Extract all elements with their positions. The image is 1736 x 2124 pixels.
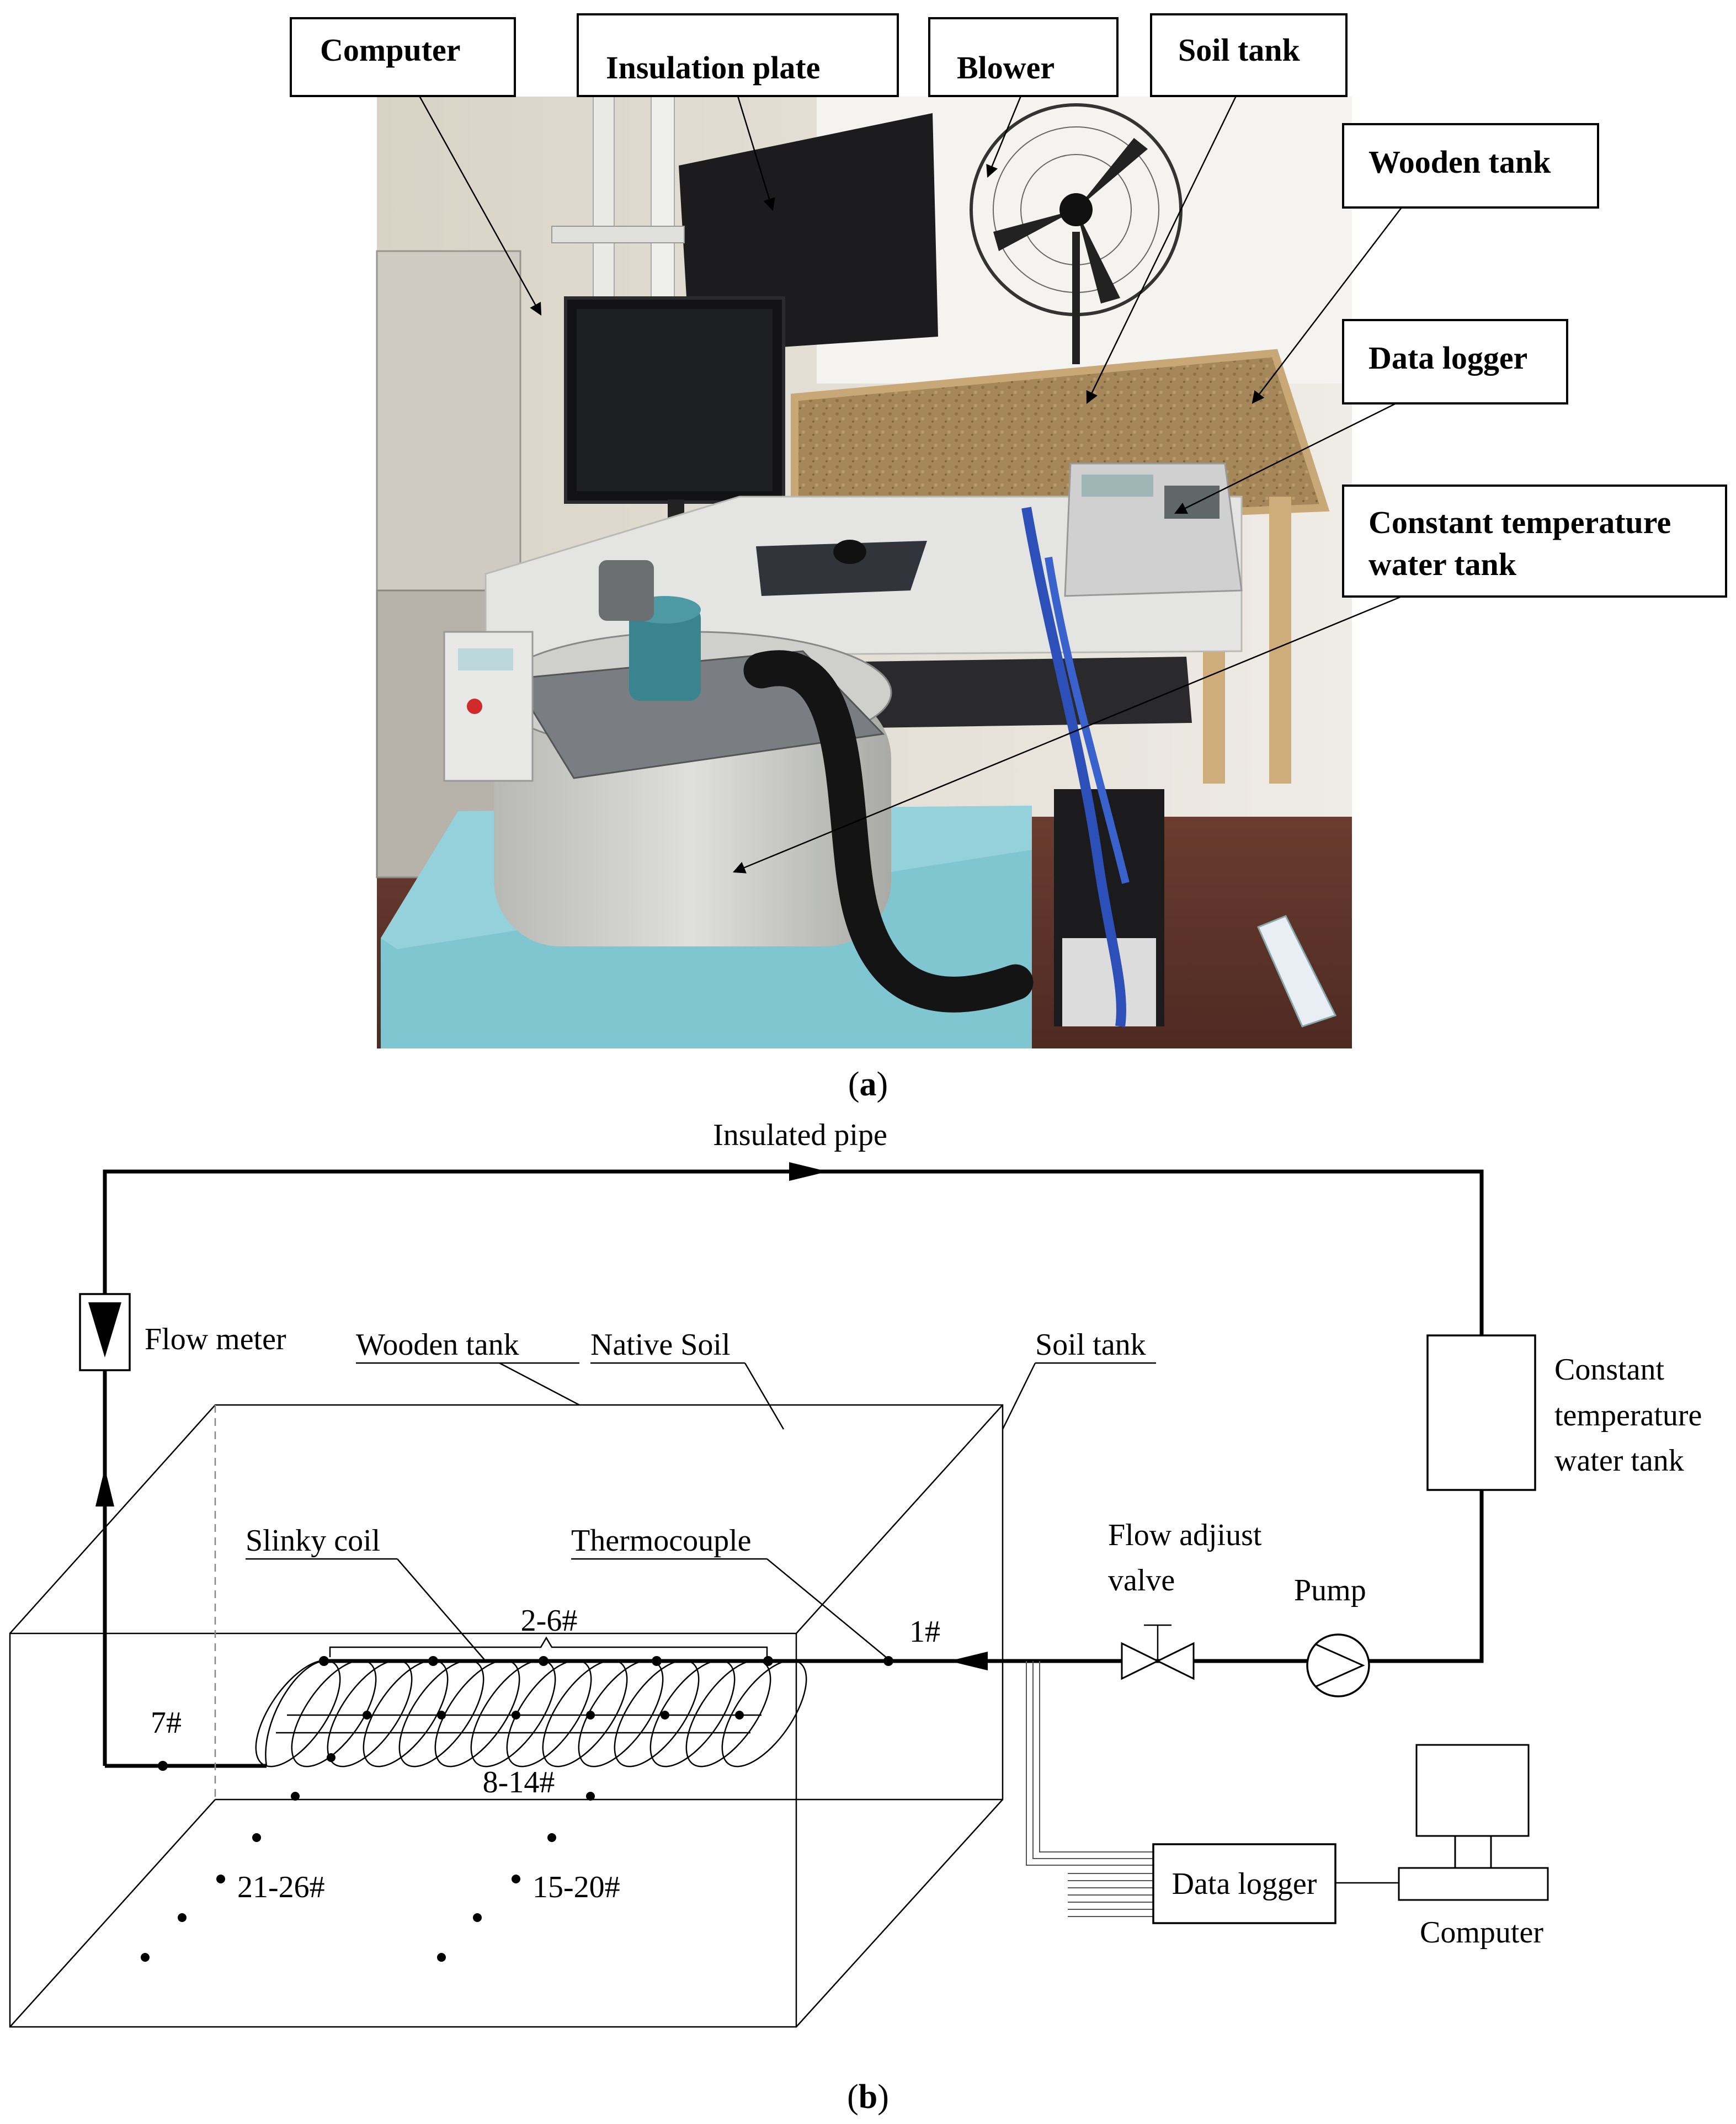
water-tank-label-line2: temperature — [1554, 1398, 1702, 1433]
pipe-flow-arrow-up — [95, 1468, 114, 1507]
monitor-photo — [564, 296, 785, 552]
flow-meter-triangle-icon — [88, 1302, 121, 1358]
tc-point-20 — [291, 1792, 300, 1801]
tc-point-5 — [652, 1656, 662, 1666]
data-logger-label: Data logger — [1172, 1867, 1317, 1901]
callout-blower: Blower — [928, 17, 1119, 178]
power-strip — [1256, 915, 1337, 1028]
pipe-return — [796, 1490, 1484, 1663]
callout-wooden-tank-text: Wooden tank — [1368, 144, 1551, 180]
callout-water-tank-line2: water tank — [1368, 546, 1517, 582]
insulation-plate — [679, 113, 938, 353]
soil-box — [9, 1404, 1004, 2028]
pump-label: Pump — [1294, 1573, 1366, 1607]
tc-point-11 — [512, 1711, 520, 1720]
tc-point-22 — [216, 1875, 225, 1883]
blower-fan — [970, 103, 1183, 364]
wooden-tank-label: Wooden tank — [356, 1328, 519, 1362]
native-soil-label: Native Soil — [590, 1328, 731, 1362]
label-slinky-coil-group: Slinky coil — [246, 1524, 486, 1662]
callout-data-logger-text: Data logger — [1368, 340, 1527, 376]
tc-point-6 — [763, 1656, 773, 1666]
point-label-2-6: 2-6# — [521, 1604, 578, 1638]
photo-callouts: Computer Insulation plate Blower Soil ta… — [290, 13, 1727, 874]
point-label-7: 7# — [151, 1706, 182, 1740]
insulated-pipe — [103, 1169, 1484, 1370]
label-native-soil-group: Native Soil — [590, 1328, 785, 1430]
callout-wooden-tank: Wooden tank — [1252, 123, 1599, 404]
slinky-coil — [255, 1659, 807, 1768]
tc-point-1 — [883, 1656, 893, 1666]
thermocouple-label: Thermocouple — [571, 1524, 752, 1558]
photo-panel — [376, 96, 1352, 1048]
data-logger-box — [1152, 1843, 1336, 1924]
point-label-15-20: 15-20# — [532, 1870, 620, 1904]
flow-valve-icon — [1121, 1624, 1195, 1680]
tc-point-12 — [586, 1711, 595, 1720]
label-wooden-tank-group: Wooden tank — [356, 1328, 580, 1406]
callout-data-logger: Data logger — [1174, 319, 1568, 514]
tc-point-14 — [735, 1711, 744, 1720]
panel-label-a: (a) — [848, 1066, 888, 1103]
panel-label-b: (b) — [847, 2078, 889, 2116]
tc-point-24 — [141, 1953, 150, 1962]
pipe-flow-arrow-top — [789, 1162, 828, 1181]
slinky-coil-label: Slinky coil — [246, 1524, 380, 1558]
label-thermocouple-group: Thermocouple — [571, 1524, 888, 1659]
tc-point-13 — [661, 1711, 669, 1720]
tc-point-16 — [547, 1833, 556, 1842]
thermocouple-wires — [1026, 1661, 1153, 1917]
thermocouple-points — [141, 1656, 893, 1962]
callout-soil-tank-text: Soil tank — [1178, 32, 1301, 68]
tc-point-23 — [178, 1913, 187, 1922]
pvc-pipe-1 — [593, 96, 615, 307]
callout-computer-text: Computer — [320, 32, 461, 68]
black-hose — [743, 650, 1034, 1013]
callout-water-tank: Constant temperature water tank — [732, 485, 1727, 874]
callout-computer: Computer — [290, 17, 542, 316]
tc-point-2 — [319, 1656, 329, 1666]
flow-valve-label-line2: valve — [1108, 1563, 1175, 1598]
tc-point-8 — [327, 1753, 336, 1762]
insulated-pipe-label: Insulated pipe — [713, 1118, 887, 1152]
tc-point-3 — [428, 1656, 438, 1666]
schematic-panel: Insulated pipe Flow meter Wooden tank Na… — [9, 1118, 1702, 2028]
point-label-1: 1# — [909, 1615, 940, 1649]
water-tank-label-line3: water tank — [1554, 1444, 1684, 1478]
tc-point-4 — [539, 1656, 549, 1666]
computer-icon — [1398, 1744, 1549, 1901]
flow-valve-label-line1: Flow adjiust — [1108, 1518, 1262, 1552]
flow-meter-label: Flow meter — [145, 1322, 286, 1356]
callout-insulation-plate: Insulation plate — [577, 13, 899, 211]
brace-2-6 — [329, 1636, 768, 1657]
callout-water-tank-line1: Constant temperature — [1368, 504, 1671, 540]
label-soil-tank-group: Soil tank — [1002, 1328, 1156, 1430]
tc-point-15 — [586, 1792, 595, 1801]
tc-point-18 — [473, 1913, 482, 1922]
water-tank-label-line1: Constant — [1554, 1353, 1665, 1387]
point-label-21-26: 21-26# — [237, 1870, 325, 1904]
tc-point-9 — [363, 1711, 371, 1720]
pipe-flow-arrow-inlet — [949, 1652, 988, 1670]
pvc-pipe-3 — [551, 226, 685, 243]
point-label-8-14: 8-14# — [483, 1765, 555, 1800]
pvc-pipe-2 — [651, 96, 675, 329]
callout-blower-text: Blower — [957, 50, 1055, 86]
tc-point-19 — [437, 1953, 446, 1962]
water-tank-box — [1426, 1334, 1536, 1491]
tc-point-7 — [158, 1761, 168, 1771]
blue-hoses — [1021, 507, 1130, 1028]
tc-point-10 — [437, 1711, 446, 1720]
tc-point-17 — [512, 1875, 520, 1883]
pump-icon — [1306, 1633, 1370, 1697]
callout-soil-tank: Soil tank — [1086, 13, 1348, 404]
tc-point-21 — [252, 1833, 261, 1842]
callout-insulation-plate-text: Insulation plate — [606, 50, 820, 86]
data-logger-photo — [1064, 462, 1243, 597]
soil-tank-label: Soil tank — [1035, 1328, 1146, 1362]
computer-label: Computer — [1420, 1915, 1543, 1950]
